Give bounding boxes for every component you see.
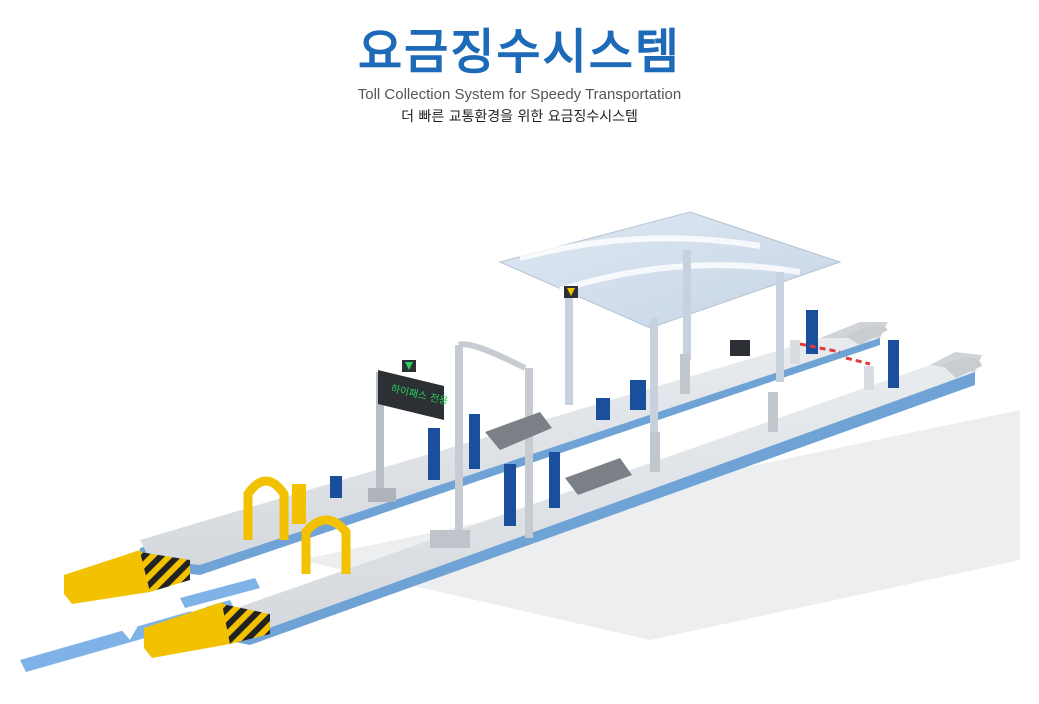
toll-booths bbox=[485, 354, 778, 495]
hipass-sign: 하이패스 전용 bbox=[368, 360, 449, 502]
subtitle-english: Toll Collection System for Speedy Transp… bbox=[357, 86, 682, 103]
barrier-gates bbox=[790, 340, 874, 390]
toll-plaza-illustration: 하이패스 전용 bbox=[0, 200, 1039, 700]
subtitle-korean: 더 빠른 교통환경을 위한 요금징수시스템 bbox=[401, 109, 638, 125]
lane-end-caps bbox=[845, 325, 982, 378]
toll-plaza-svg: 하이패스 전용 bbox=[20, 211, 1020, 672]
signal-box bbox=[564, 286, 578, 298]
crash-barriers bbox=[64, 550, 270, 658]
page-title: 요금징수시스템 bbox=[357, 24, 682, 80]
entry-arrow-upper bbox=[180, 578, 260, 608]
ground-shadow bbox=[300, 410, 1020, 640]
gantry bbox=[430, 341, 533, 548]
yellow-arches bbox=[243, 476, 351, 574]
lane-equipment bbox=[330, 310, 899, 526]
canopy bbox=[498, 211, 842, 448]
